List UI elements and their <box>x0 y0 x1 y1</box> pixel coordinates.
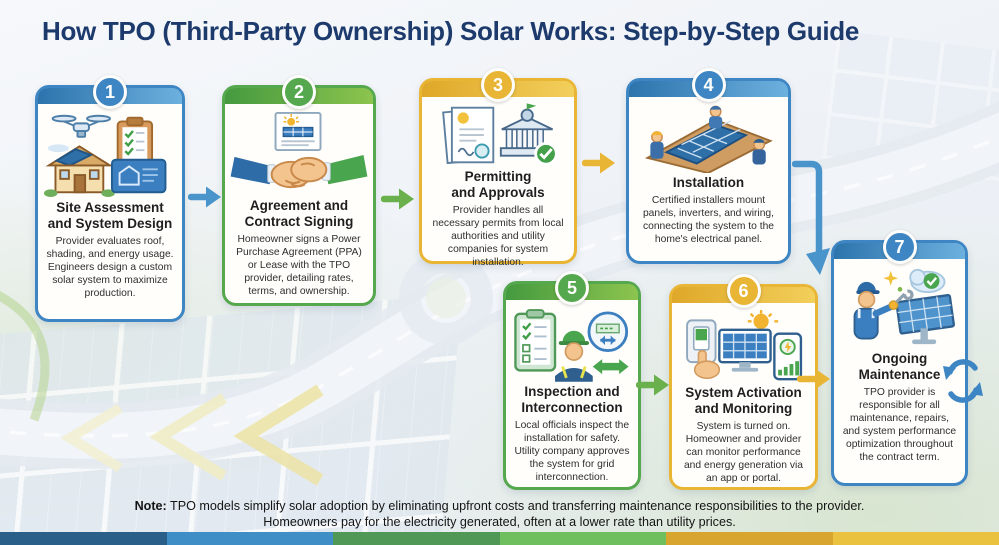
step-card-inspection: 5 In <box>503 271 641 490</box>
handshake-contract-icon <box>230 111 368 189</box>
arrow-right-icon <box>582 152 615 174</box>
refresh-cycle-icon <box>943 359 983 403</box>
page-title: How TPO (Third-Party Ownership) Solar Wo… <box>42 16 860 46</box>
footer-note-line2: Homeowners pay for the electricity gener… <box>263 515 736 530</box>
arrow-right-icon <box>636 374 669 396</box>
footer-stripe-segment <box>832 532 999 545</box>
step-number-badge: 4 <box>691 68 726 102</box>
step-description: System is turned on. Homeowner and provi… <box>683 421 804 484</box>
arrow-right-icon <box>797 368 830 390</box>
step-title: Inspection and Interconnection <box>521 384 623 416</box>
road-chevron-left-icon <box>60 403 123 473</box>
step-description: TPO provider is responsible for all main… <box>842 387 957 463</box>
step-number-badge: 2 <box>282 75 316 109</box>
footer-stripe-segment <box>333 532 500 545</box>
permit-documents-government-icon <box>442 103 558 166</box>
arrow-right-icon <box>188 186 221 208</box>
green-swoosh-decoration <box>0 291 50 422</box>
step-number-badge: 3 <box>481 68 515 102</box>
step-description: Certified installers mount panels, inver… <box>642 195 775 245</box>
step-title: Site Assessment and System Design <box>47 200 173 232</box>
step-card-site-assessment: 1 <box>35 75 185 322</box>
footer-note: Note: TPO models simplify solar adoption… <box>0 498 999 530</box>
step-title: Installation <box>672 175 745 190</box>
road-chevron-left-icon <box>149 393 227 481</box>
technician-panel-icon <box>853 268 955 345</box>
drone-house-blueprint-icon <box>44 114 167 198</box>
road-chevron-left-icon <box>233 384 324 486</box>
step-title: Permitting and Approvals <box>451 169 545 201</box>
step-title: Ongoing Maintenance <box>858 351 941 383</box>
arrow-down-curve-icon <box>792 160 830 275</box>
inspector-meter-icon <box>514 309 629 382</box>
step-description: Provider handles all necessary permits f… <box>432 205 564 268</box>
rooftop-installers-icon <box>644 105 773 173</box>
step-number-badge: 1 <box>93 75 127 109</box>
step-description: Local officials inspect the installation… <box>514 420 630 483</box>
arrow-right-icon <box>381 188 414 210</box>
step-title: System Activation and Monitoring <box>685 385 802 417</box>
step-card-installation: 4 <box>626 68 791 264</box>
step-description: Homeowner signs a Power Purchase Agreeme… <box>236 234 362 297</box>
footer-stripe-segment <box>666 532 833 545</box>
step-description: Provider evaluates roof, shading, and en… <box>46 236 174 299</box>
step-card-activation: 6 Sy <box>669 274 818 490</box>
step-card-maintenance: 7 <box>831 230 968 486</box>
step-card-agreement: 2 Agreement and Contract Signing Homeown… <box>222 75 376 306</box>
footer-stripe-segment <box>166 532 333 545</box>
step-number-badge: 6 <box>726 274 761 308</box>
footer-note-label: Note: <box>134 499 167 513</box>
footer-stripe-segment <box>499 532 666 545</box>
footer-note-line1: Note: TPO models simplify solar adoption… <box>134 499 865 513</box>
step-number-badge: 7 <box>882 230 917 264</box>
step-title: Agreement and Contract Signing <box>244 198 354 230</box>
footer-stripe-segment <box>0 532 167 545</box>
footer-color-stripe <box>0 532 999 545</box>
step-card-permitting: 3 Per <box>419 68 577 268</box>
switch-monitor-app-icon <box>685 309 802 381</box>
step-number-badge: 5 <box>555 271 589 305</box>
